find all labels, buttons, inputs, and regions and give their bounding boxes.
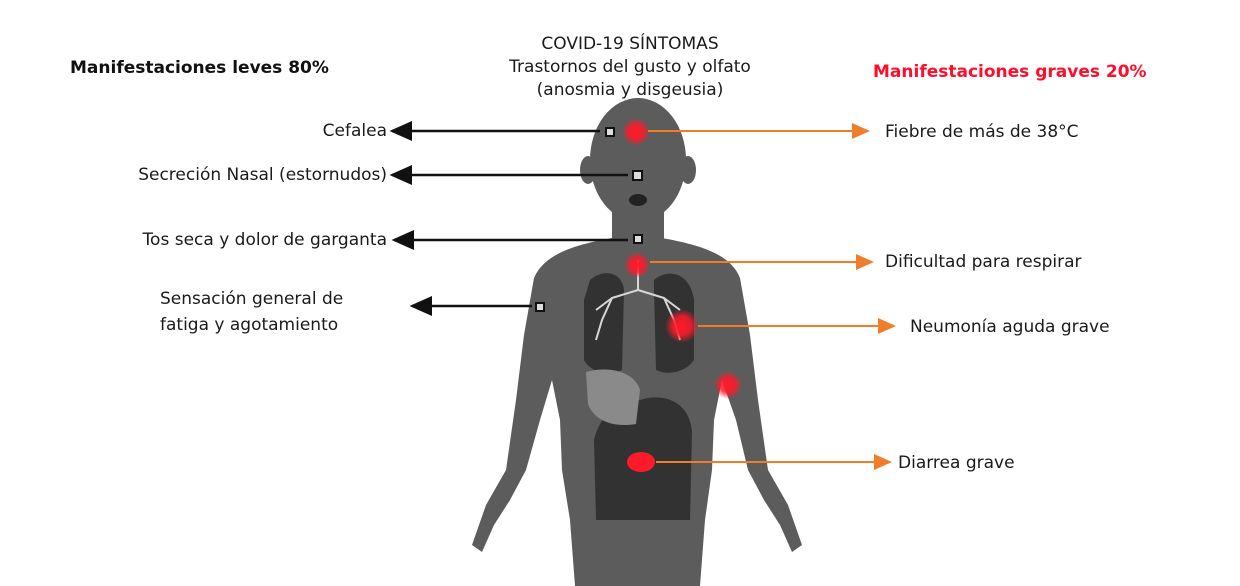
nose-marker bbox=[633, 171, 642, 180]
title-line-1: COVID-19 SÍNTOMAS bbox=[460, 33, 800, 56]
symptom-tos-seca: Tos seca y dolor de garganta bbox=[143, 229, 387, 251]
throat-marker bbox=[634, 235, 642, 243]
pneumonia-lesion bbox=[665, 309, 699, 343]
forehead-marker bbox=[606, 128, 614, 136]
diarrhea-lesion bbox=[627, 452, 655, 472]
fever-lesion bbox=[622, 118, 650, 146]
symptom-secrecion-nasal: Secreción Nasal (estornudos) bbox=[138, 164, 387, 186]
arm-lesion bbox=[714, 371, 742, 399]
symptom-fiebre: Fiebre de más de 38°C bbox=[885, 121, 1079, 143]
severe-heading: Manifestaciones graves 20% bbox=[873, 62, 1147, 82]
diagram-title: COVID-19 SÍNTOMAS Trastornos del gusto y… bbox=[460, 33, 800, 102]
symptom-cefalea: Cefalea bbox=[323, 120, 387, 142]
symptom-dificultad-respirar: Dificultad para respirar bbox=[885, 251, 1082, 273]
title-line-3: (anosmia y disgeusia) bbox=[460, 79, 800, 102]
mild-heading: Manifestaciones leves 80% bbox=[70, 58, 329, 78]
symptom-diarrea: Diarrea grave bbox=[898, 452, 1015, 474]
symptom-fatiga-line-1: Sensación general de bbox=[160, 288, 343, 310]
mouth bbox=[629, 194, 647, 206]
torso-marker bbox=[536, 303, 544, 311]
title-line-2: Trastornos del gusto y olfato bbox=[460, 56, 800, 79]
symptom-neumonia: Neumonía aguda grave bbox=[910, 316, 1110, 338]
symptom-fatiga-line-2: fatiga y agotamiento bbox=[160, 314, 338, 336]
breathing-lesion bbox=[624, 252, 650, 278]
